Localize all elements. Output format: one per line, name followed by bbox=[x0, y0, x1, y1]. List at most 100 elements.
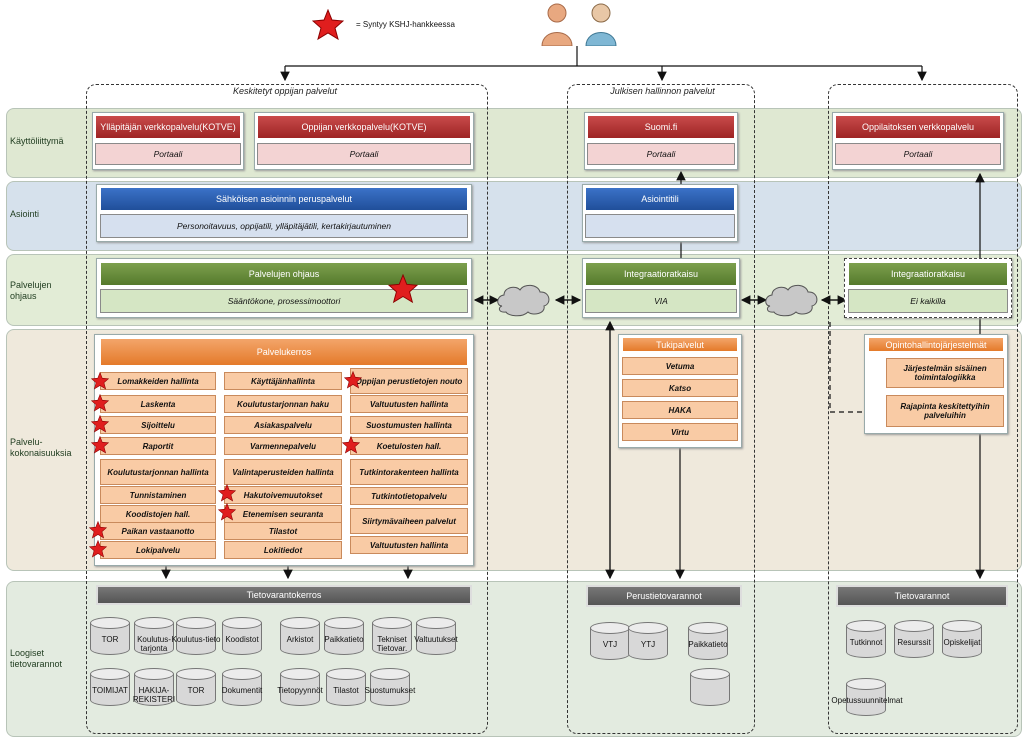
ui-oppilaitos-portaali[interactable]: Portaali bbox=[835, 143, 1001, 165]
database-icon[interactable]: Tutkinnot bbox=[846, 620, 886, 664]
integ-ei-title[interactable]: Integraatioratkaisu bbox=[848, 262, 1008, 286]
kshj-star-icon bbox=[91, 415, 109, 433]
database-icon[interactable]: Resurssit bbox=[894, 620, 934, 664]
tietovarannot-title[interactable]: Tietovarannot bbox=[836, 585, 1008, 607]
database-icon[interactable]: TOR bbox=[90, 617, 130, 661]
service-hakutoivemuutokset[interactable]: Hakutoivemuutokset bbox=[224, 486, 342, 504]
database-icon[interactable]: Valtuutukset bbox=[414, 617, 458, 661]
layer-label-kokonaisuudet-1: Palvelu- bbox=[10, 437, 43, 447]
database-icon[interactable]: Koulutus-tarjonta bbox=[134, 617, 174, 661]
service-paikan-vastaanotto[interactable]: Paikan vastaanotto bbox=[100, 522, 216, 540]
ui-suomifi-portaali[interactable]: Portaali bbox=[587, 143, 735, 165]
kshj-star-icon bbox=[218, 503, 236, 521]
layer-label-ohjaus-2: ohjaus bbox=[10, 291, 37, 301]
ohj-toimintalogiikka[interactable]: Järjestelmän sisäinen toimintalogiikka bbox=[886, 358, 1004, 388]
service-valtuutusten-hallinta[interactable]: Valtuutusten hallinta bbox=[350, 395, 468, 413]
service-lomakkeiden[interactable]: Lomakkeiden hallinta bbox=[100, 372, 216, 390]
database-icon[interactable]: Dokumentit bbox=[222, 668, 262, 712]
database-icon[interactable]: Opetussuunnitelmat bbox=[831, 678, 903, 722]
ui-oppija-portaali[interactable]: Portaali bbox=[257, 143, 471, 165]
database-icon[interactable] bbox=[690, 668, 730, 712]
service-kayttajanhallinta[interactable]: Käyttäjänhallinta bbox=[224, 372, 342, 390]
layer-label-tieto-2: tietovarannot bbox=[10, 659, 63, 669]
tuki-haka[interactable]: HAKA bbox=[622, 401, 738, 419]
service-tutkintotietopalvelu[interactable]: Tutkintotietopalvelu bbox=[350, 487, 468, 505]
ui-suomifi-title[interactable]: Suomi.fi bbox=[587, 115, 735, 139]
ui-yllapitaja-portaali[interactable]: Portaali bbox=[95, 143, 241, 165]
column-oppilaitos bbox=[828, 84, 1018, 734]
service-lokitiedot[interactable]: Lokitiedot bbox=[224, 541, 342, 559]
tuki-vetuma[interactable]: Vetuma bbox=[622, 357, 738, 375]
ui-oppilaitos-title[interactable]: Oppilaitoksen verkkopalvelu bbox=[835, 115, 1001, 139]
service-tilastot[interactable]: Tilastot bbox=[224, 522, 342, 540]
service-etenemisen-seuranta[interactable]: Etenemisen seuranta bbox=[224, 505, 342, 523]
ohj-title[interactable]: Opintohallintojärjestelmät bbox=[868, 337, 1004, 352]
user-icon bbox=[585, 3, 617, 46]
service-lokipalvelu[interactable]: Lokipalvelu bbox=[100, 541, 216, 559]
database-icon[interactable]: TOIMIJAT bbox=[90, 668, 130, 712]
asiointitili-title[interactable]: Asiointitili bbox=[585, 187, 735, 211]
database-icon[interactable]: Suostumukset bbox=[365, 668, 415, 712]
kshj-star-icon bbox=[91, 372, 109, 390]
service-siirtymavaiheen[interactable]: Siirtymävaiheen palvelut bbox=[350, 508, 468, 534]
database-icon[interactable]: Arkistot bbox=[280, 617, 320, 661]
kshj-star-icon bbox=[89, 540, 107, 558]
tukipalvelut-title[interactable]: Tukipalvelut bbox=[622, 337, 738, 352]
service-valintaperusteiden[interactable]: Valintaperusteiden hallinta bbox=[224, 459, 342, 485]
integ-ei-sub[interactable]: Ei kaikilla bbox=[848, 289, 1008, 313]
tuki-katso[interactable]: Katso bbox=[622, 379, 738, 397]
service-sijoittelu[interactable]: Sijoittelu bbox=[100, 416, 216, 434]
service-perustietojen-nouto[interactable]: Oppijan perustietojen nouto bbox=[350, 368, 468, 394]
ui-oppija-title[interactable]: Oppijan verkkopalvelu(KOTVE) bbox=[257, 115, 471, 139]
database-icon[interactable]: Tilastot bbox=[326, 668, 366, 712]
legend-star-icon bbox=[312, 9, 344, 41]
tietovarantokerros-title[interactable]: Tietovarantokerros bbox=[96, 585, 472, 605]
service-laskenta[interactable]: Laskenta bbox=[100, 395, 216, 413]
service-tutkintorakenteen[interactable]: Tutkintorakenteen hallinta bbox=[350, 459, 468, 485]
service-koulutustarjonnan-hallinta[interactable]: Koulutustarjonnan hallinta bbox=[100, 459, 216, 485]
service-varmennepalvelu[interactable]: Varmennepalvelu bbox=[224, 437, 342, 455]
service-valtuutusten-hallinta-2[interactable]: Valtuutusten hallinta bbox=[350, 536, 468, 554]
column-title-julkinen: Julkisen hallinnon palvelut bbox=[590, 86, 735, 96]
kshj-star-icon bbox=[89, 521, 107, 539]
layer-label-asiointi: Asiointi bbox=[10, 209, 40, 219]
database-icon[interactable]: VTJ bbox=[590, 622, 630, 666]
perustietovarannot-title[interactable]: Perustietovarannot bbox=[586, 585, 742, 607]
integ-via-sub[interactable]: VIA bbox=[585, 289, 737, 313]
service-koetulosten[interactable]: Koetulosten hall. bbox=[350, 437, 468, 455]
ohj-rajapinta[interactable]: Rajapinta keskitettyihin palveluihin bbox=[886, 395, 1004, 427]
legend-text: = Syntyy KSHJ-hankkeessa bbox=[356, 20, 455, 29]
service-suostumusten-hallinta[interactable]: Suostumusten hallinta bbox=[350, 416, 468, 434]
database-icon[interactable]: Paikkatieto bbox=[324, 617, 364, 661]
layer-label-kayttoliittyma: Käyttöliittymä bbox=[10, 136, 64, 146]
tuki-virtu[interactable]: Virtu bbox=[622, 423, 738, 441]
database-icon[interactable]: Koodistot bbox=[222, 617, 262, 661]
ui-yllapitaja-title[interactable]: Ylläpitäjän verkkopalvelu(KOTVE) bbox=[95, 115, 241, 139]
database-icon[interactable]: Paikkatieto bbox=[688, 622, 728, 666]
column-keskitetyt bbox=[86, 84, 488, 734]
service-asiakaspalvelu[interactable]: Asiakaspalvelu bbox=[224, 416, 342, 434]
palvelukerros-title[interactable]: Palvelukerros bbox=[100, 338, 468, 366]
database-icon[interactable]: Tekniset Tietovar. bbox=[372, 617, 412, 661]
layer-label-ohjaus-1: Palvelujen bbox=[10, 280, 52, 290]
service-koulutustarjonnan-haku[interactable]: Koulutustarjonnan haku bbox=[224, 395, 342, 413]
database-icon[interactable]: Tietopyynnöt bbox=[277, 668, 323, 712]
kshj-star-icon bbox=[91, 436, 109, 454]
column-title-keskitetyt: Keskitetyt oppijan palvelut bbox=[200, 86, 370, 96]
database-icon[interactable]: HAKIJA-REKISTERI bbox=[133, 668, 175, 712]
asiointitili-sub bbox=[585, 214, 735, 238]
asiointi-sahk-title[interactable]: Sähköisen asioinnin peruspalvelut bbox=[100, 187, 468, 211]
user-icon bbox=[541, 3, 573, 46]
ohjaus-title[interactable]: Palvelujen ohjaus bbox=[100, 262, 468, 286]
service-koodistojen[interactable]: Koodistojen hall. bbox=[100, 505, 216, 523]
database-icon[interactable]: YTJ bbox=[628, 622, 668, 666]
kshj-star-icon bbox=[218, 484, 236, 502]
database-icon[interactable]: Opiskelijat bbox=[942, 620, 982, 664]
service-raportit[interactable]: Raportit bbox=[100, 437, 216, 455]
asiointi-sahk-sub[interactable]: Personoitavuus, oppijatili, ylläpitäjäti… bbox=[100, 214, 468, 238]
database-icon[interactable]: Koulutus-tieto bbox=[172, 617, 220, 661]
kshj-star-icon bbox=[342, 436, 360, 454]
service-tunnistaminen[interactable]: Tunnistaminen bbox=[100, 486, 216, 504]
integ-via-title[interactable]: Integraatioratkaisu bbox=[585, 262, 737, 286]
database-icon[interactable]: TOR bbox=[176, 668, 216, 712]
